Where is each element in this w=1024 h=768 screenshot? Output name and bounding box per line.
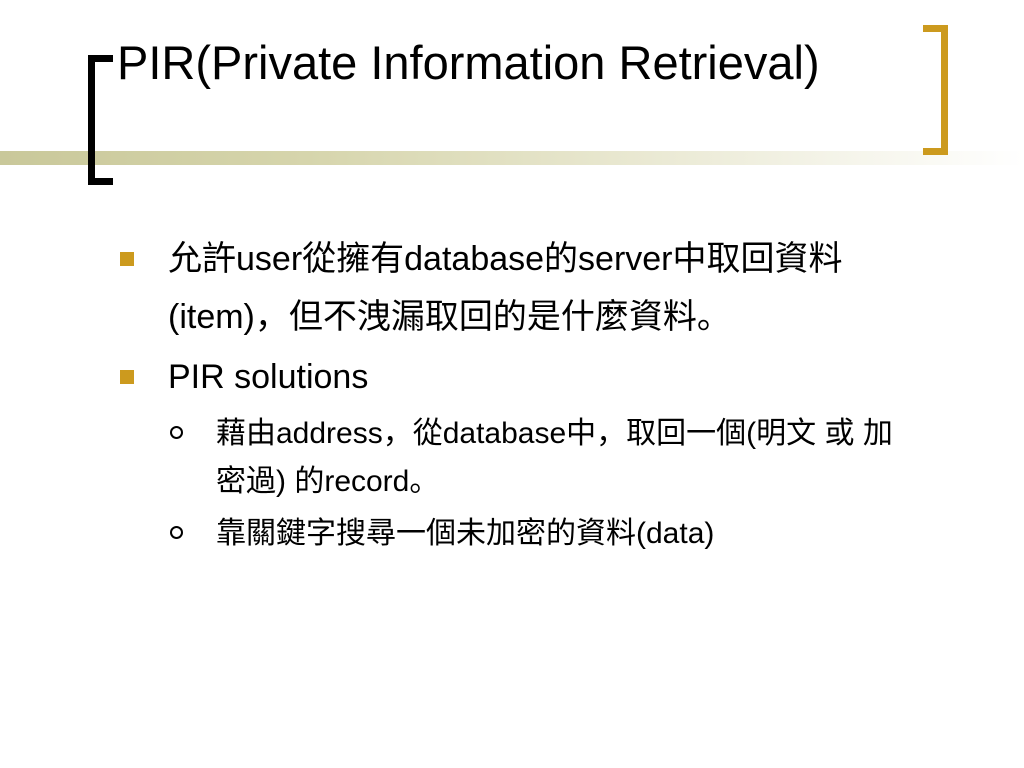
- square-bullet-icon: [120, 252, 134, 266]
- circle-bullet-icon: [170, 426, 183, 439]
- sub-bullet-text: 靠關鍵字搜尋一個未加密的資料(data): [216, 517, 715, 550]
- slide-title: PIR(Private Information Retrieval): [117, 36, 820, 89]
- slide-body: 允許user從擁有database的server中取回資料(item)，但不洩漏…: [120, 230, 940, 558]
- bullet-text: 允許user從擁有database的server中取回資料(item)，但不洩漏…: [168, 240, 843, 336]
- circle-bullet-icon: [170, 526, 183, 539]
- bullet-item: 允許user從擁有database的server中取回資料(item)，但不洩漏…: [120, 230, 938, 346]
- bullet-item: PIR solutions: [120, 348, 938, 406]
- bullet-text: PIR solutions: [168, 358, 369, 396]
- sub-bullet-text: 藉由address，從database中，取回一個(明文 或 加密過) 的rec…: [216, 417, 893, 498]
- right-bracket-decoration: [923, 25, 948, 155]
- sub-bullet-item: 藉由address，從database中，取回一個(明文 或 加密過) 的rec…: [120, 410, 922, 506]
- sub-bullet-item: 靠關鍵字搜尋一個未加密的資料(data): [120, 510, 922, 558]
- title-gradient-band: [0, 151, 1024, 165]
- left-bracket-decoration: [88, 55, 113, 185]
- square-bullet-icon: [120, 370, 134, 384]
